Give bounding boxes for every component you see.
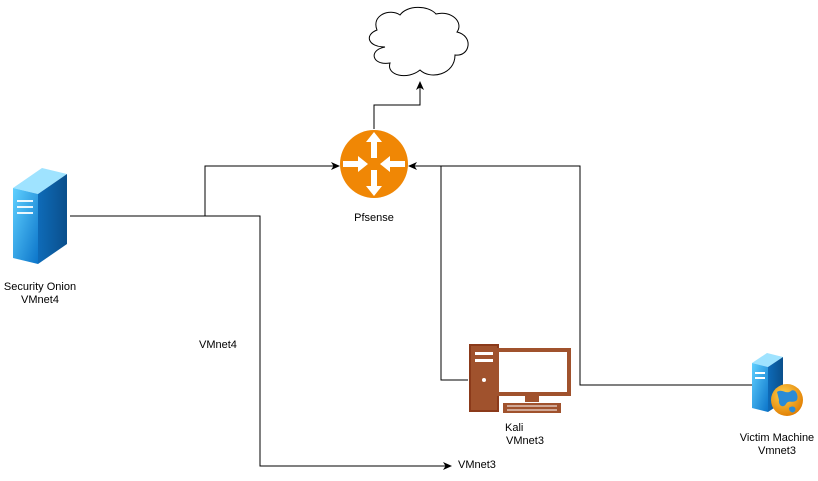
connections <box>70 81 752 470</box>
security-onion-name: Security Onion <box>3 281 77 293</box>
victim-label: Victim Machine Vmnet3 <box>727 432 818 458</box>
cloud-icon <box>368 6 469 77</box>
link-security-onion-vmnet3 <box>205 215 452 470</box>
link-security-onion-to-pfsense <box>70 162 340 217</box>
link-pfsense-to-internet <box>373 81 424 129</box>
edge-label-vmnet3: VMnet3 <box>458 459 496 471</box>
link-victim-to-pfsense <box>441 165 752 386</box>
kali-name: Kali <box>505 422 524 434</box>
kali-network: VMnet3 <box>506 435 544 447</box>
link-kali-to-pfsense <box>408 162 468 381</box>
router-icon <box>340 130 408 198</box>
desktop-computer-icon <box>469 344 571 413</box>
victim-network: Vmnet3 <box>758 445 796 457</box>
web-server-icon <box>752 353 803 416</box>
security-onion-network: VMnet4 <box>21 294 59 306</box>
pfsense-label: Pfsense <box>354 212 394 224</box>
security-onion-label: Security Onion VMnet4 <box>0 281 80 307</box>
kali-label: Kali VMnet3 <box>495 422 555 448</box>
victim-name: Victim Machine <box>739 432 815 444</box>
server-icon <box>13 168 67 264</box>
edge-label-vmnet4: VMnet4 <box>199 339 237 351</box>
